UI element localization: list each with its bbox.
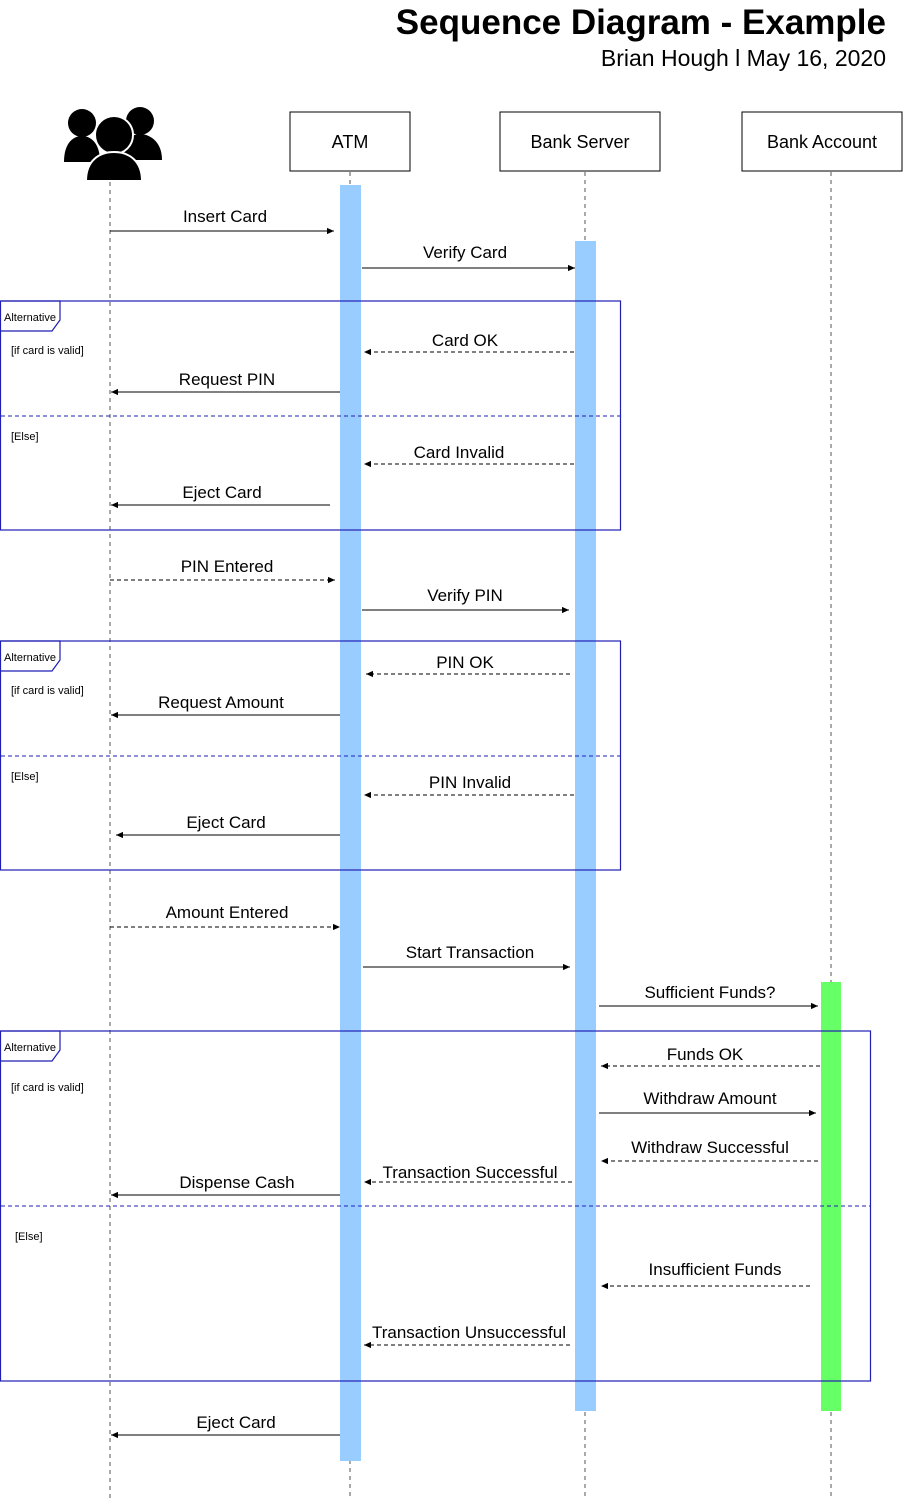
diagram-title: Sequence Diagram - Example xyxy=(396,3,886,42)
activation-bank-server xyxy=(575,241,596,1411)
alt-frame: Alternative [if card is valid] [Else] xyxy=(0,300,622,531)
message-label-transaction-unsuccessful: Transaction Unsuccessful xyxy=(372,1323,566,1342)
activation-atm xyxy=(340,185,361,1461)
message-label-request-amount: Request Amount xyxy=(158,693,284,712)
message-label-insert-card: Insert Card xyxy=(183,207,267,226)
message-label-withdraw-amount: Withdraw Amount xyxy=(643,1089,776,1108)
diagram-subtitle: Brian Hough l May 16, 2020 xyxy=(601,45,886,71)
participant-bank-account: Bank Account xyxy=(741,111,903,172)
guard-else: [Else] xyxy=(15,1231,43,1243)
alt-frame: Alternative [if card is valid] [Else] xyxy=(0,640,622,871)
users-icon xyxy=(64,107,162,182)
message-label-eject-card: Eject Card xyxy=(196,1413,275,1432)
message-label-dispense-cash: Dispense Cash xyxy=(179,1173,294,1192)
message-label-verify-pin: Verify PIN xyxy=(427,586,503,605)
participant-bank-account-label: Bank Account xyxy=(767,132,877,152)
message-label-start-transaction: Start Transaction xyxy=(406,943,535,962)
message-label-funds-ok: Funds OK xyxy=(667,1045,744,1064)
message-label-request-pin: Request PIN xyxy=(179,370,275,389)
guard-condition: [if card is valid] xyxy=(11,1082,84,1094)
message-label-transaction-successful: Transaction Successful xyxy=(382,1163,557,1182)
message-label-sufficient-funds: Sufficient Funds? xyxy=(644,983,775,1002)
message-label-verify-card: Verify Card xyxy=(423,243,507,262)
message-label-eject-card: Eject Card xyxy=(182,483,261,502)
guard-else: [Else] xyxy=(11,431,39,443)
guard-else: [Else] xyxy=(11,771,39,783)
frame-tag: Alternative xyxy=(4,652,56,664)
participant-atm: ATM xyxy=(289,111,411,172)
guard-condition: [if card is valid] xyxy=(11,685,84,697)
activation-bank-account xyxy=(821,982,841,1411)
participant-bank-server-label: Bank Server xyxy=(530,132,629,152)
message-label-pin-ok: PIN OK xyxy=(436,653,494,672)
message-label-card-ok: Card OK xyxy=(432,331,499,350)
message-label-withdraw-successful: Withdraw Successful xyxy=(631,1138,789,1157)
participant-atm-label: ATM xyxy=(332,132,369,152)
message-label-card-invalid: Card Invalid xyxy=(414,443,505,462)
message-label-amount-entered: Amount Entered xyxy=(166,903,289,922)
message-label-insufficient-funds: Insufficient Funds xyxy=(649,1260,782,1279)
participant-bank-server: Bank Server xyxy=(499,111,661,172)
frame-tag: Alternative xyxy=(4,1042,56,1054)
alt-frame: Alternative [if card is valid] [Else] xyxy=(0,1030,872,1382)
message-label-pin-entered: PIN Entered xyxy=(181,557,274,576)
message-label-pin-invalid: PIN Invalid xyxy=(429,773,511,792)
guard-condition: [if card is valid] xyxy=(11,345,84,357)
frame-tag: Alternative xyxy=(4,312,56,324)
message-label-eject-card: Eject Card xyxy=(186,813,265,832)
